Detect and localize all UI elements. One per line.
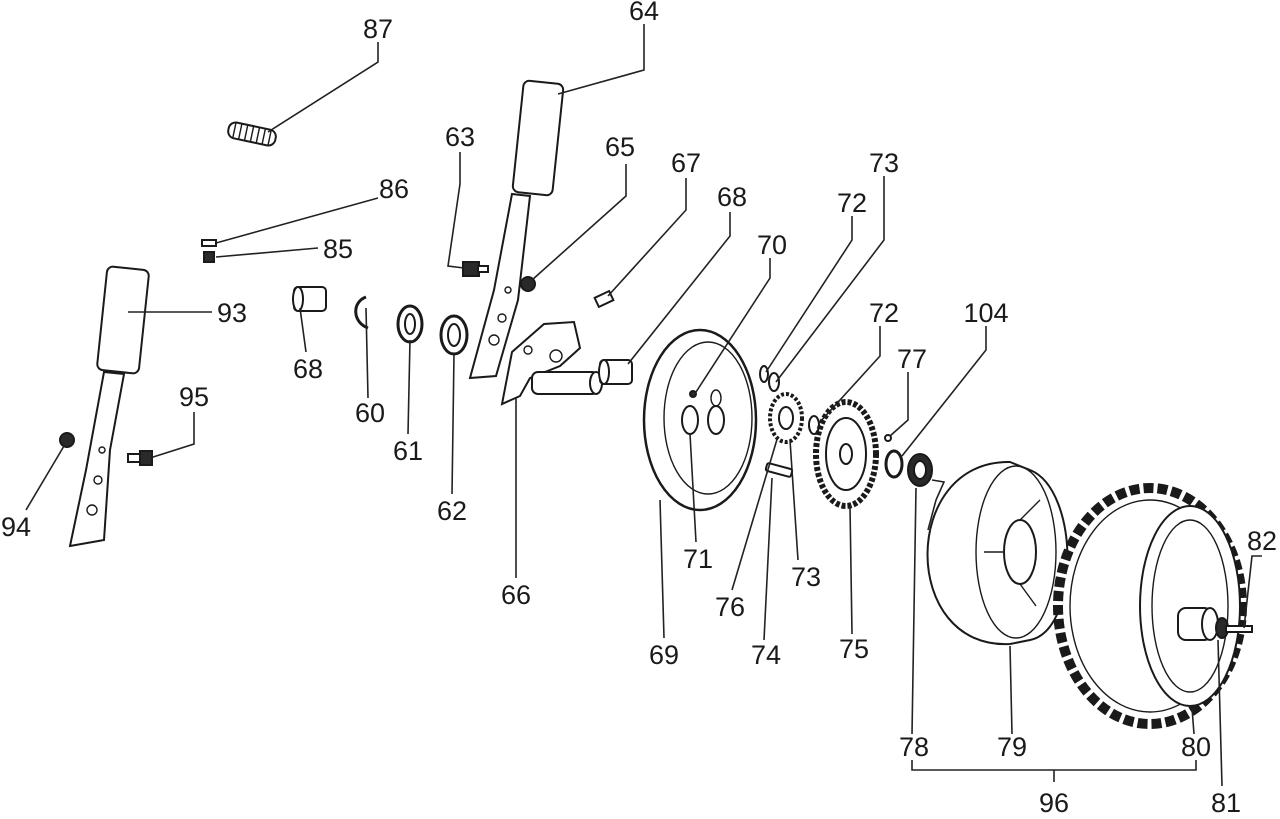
label-77: 77 — [897, 344, 927, 374]
part-61-washer — [396, 304, 424, 344]
label-93: 93 — [217, 298, 247, 328]
part-76-pinion-gear — [768, 392, 804, 444]
label-79: 79 — [997, 732, 1027, 762]
label-78: 78 — [899, 732, 929, 762]
part-63-bolt — [462, 261, 489, 277]
label-72-top: 72 — [837, 188, 867, 218]
part-86-pin — [201, 239, 217, 247]
label-66: 66 — [501, 580, 531, 610]
part-68-bushing-left — [292, 286, 327, 312]
part-73-clip-a — [768, 372, 780, 392]
part-93-left-lever — [68, 265, 150, 548]
label-94: 94 — [1, 512, 31, 542]
part-85-nut — [203, 251, 215, 263]
label-64: 64 — [629, 0, 659, 26]
part-72-washer-a — [759, 365, 769, 383]
label-71: 71 — [683, 544, 713, 574]
label-68-left: 68 — [293, 354, 323, 384]
label-72-mid: 72 — [869, 298, 899, 328]
part-64-center-lever — [468, 79, 565, 380]
part-66-pivot-bracket — [500, 320, 603, 406]
label-81: 81 — [1211, 788, 1241, 818]
label-85: 85 — [323, 234, 353, 264]
label-73-bottom: 73 — [791, 562, 821, 592]
label-63: 63 — [445, 122, 475, 152]
label-96: 96 — [1039, 788, 1069, 818]
part-78-bearing — [907, 453, 933, 487]
part-79-rim — [926, 460, 1069, 646]
part-65-nut — [520, 276, 536, 292]
label-104: 104 — [963, 298, 1008, 328]
part-62-washer — [439, 314, 469, 356]
label-60: 60 — [355, 398, 385, 428]
part-70-ball — [689, 390, 697, 398]
part-87-spring — [227, 121, 277, 147]
leader-lines — [25, 24, 1262, 787]
part-82-axle-bolt — [1215, 617, 1253, 639]
label-62: 62 — [437, 496, 467, 526]
label-67: 67 — [671, 148, 701, 178]
label-86: 86 — [379, 174, 409, 204]
part-60-circlip — [354, 295, 369, 330]
part-69-gear-cover — [642, 328, 758, 512]
label-69: 69 — [649, 640, 679, 670]
label-75: 75 — [839, 634, 869, 664]
label-61: 61 — [393, 436, 423, 466]
label-65: 65 — [605, 132, 635, 162]
part-104-washer — [884, 449, 904, 479]
part-81-hub — [1177, 607, 1219, 641]
part-77-pin — [884, 434, 892, 442]
part-95-bolt — [127, 450, 153, 466]
part-94-nut — [59, 432, 75, 448]
label-80: 80 — [1181, 732, 1211, 762]
part-75-drive-gear — [813, 399, 879, 509]
label-70: 70 — [757, 230, 787, 260]
label-95: 95 — [179, 382, 209, 412]
label-82: 82 — [1247, 526, 1277, 556]
label-76: 76 — [715, 592, 745, 622]
label-87: 87 — [363, 14, 393, 44]
part-80-tire — [1053, 483, 1247, 729]
label-73-top: 73 — [869, 148, 899, 178]
label-74: 74 — [751, 640, 781, 670]
part-68-bushing-right — [598, 359, 633, 385]
label-68-right: 68 — [717, 182, 747, 212]
